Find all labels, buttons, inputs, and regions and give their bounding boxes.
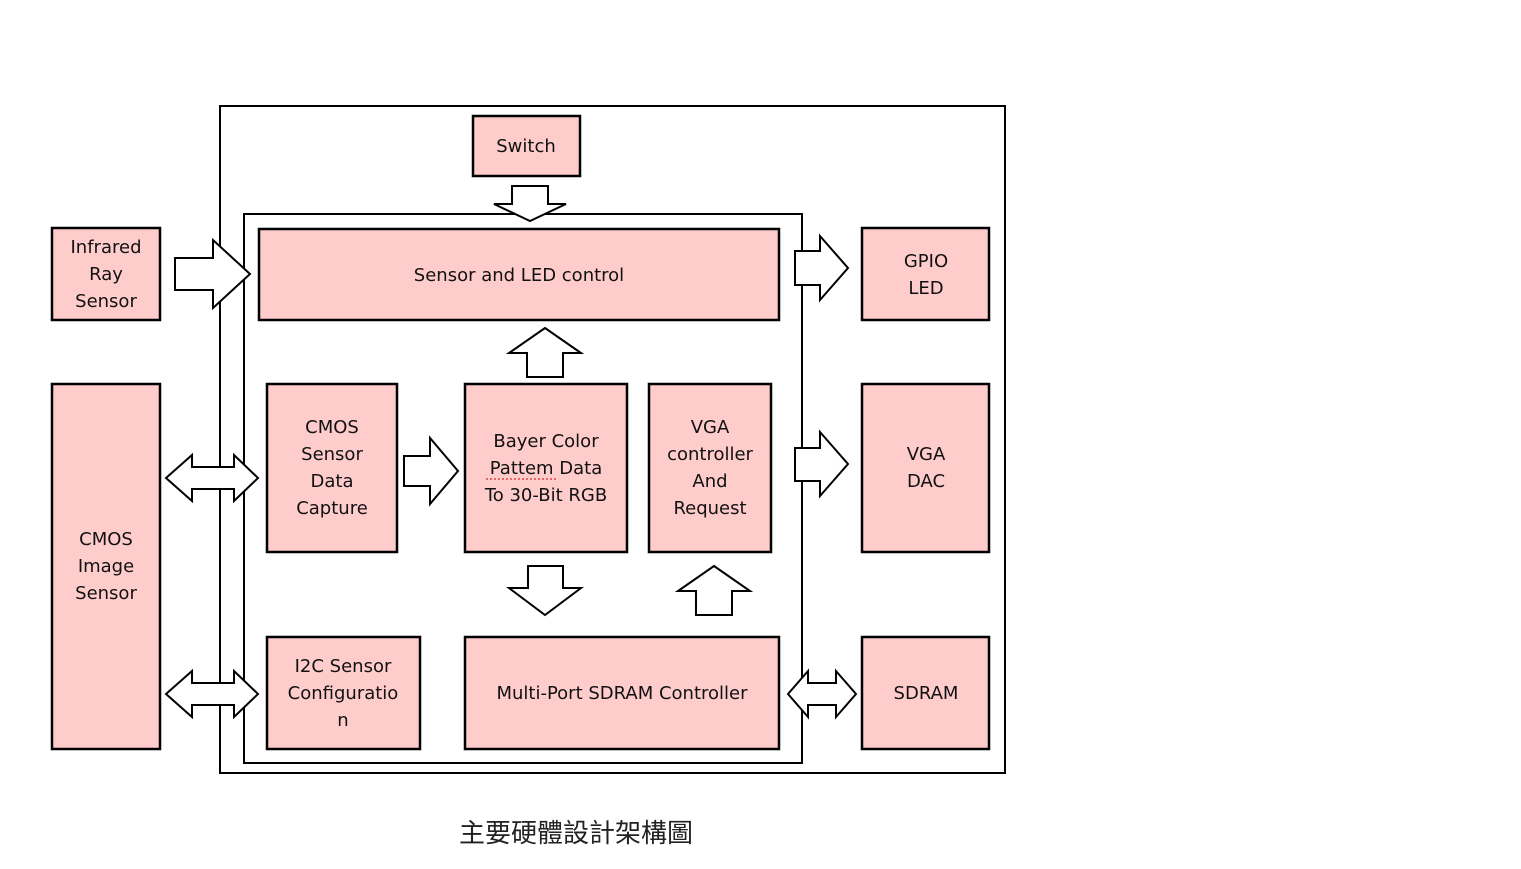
i2c-label-line1: I2C Sensor xyxy=(295,656,392,677)
bayer-label-line3: To 30-Bit RGB xyxy=(484,485,607,506)
bayer-up-arrow xyxy=(505,326,585,378)
vga-ctrl-label-line3: And xyxy=(692,471,727,492)
infrared-label-line1: Infrared xyxy=(71,237,142,258)
sdram-ctrl-label: Multi-Port SDRAM Controller xyxy=(496,683,748,704)
switch-block: Switch xyxy=(471,114,582,178)
i2c-double-arrow xyxy=(164,668,260,720)
infrared-ray-sensor-block: Infrared Ray Sensor xyxy=(50,226,162,322)
bayer-label-line2: Pattem Data xyxy=(490,458,603,479)
cmos-data-double-arrow xyxy=(164,452,260,504)
capture-label-line3: Data xyxy=(311,471,354,492)
switch-down-arrow xyxy=(493,185,567,223)
capture-label-line4: Capture xyxy=(296,498,368,519)
vga-dac-right-arrow xyxy=(794,429,850,499)
vga-controller-block: VGA controller And Request xyxy=(647,382,773,554)
capture-right-arrow xyxy=(403,435,460,507)
gpio-led-block: GPIO LED xyxy=(860,226,991,322)
infrared-right-arrow xyxy=(174,237,252,311)
i2c-label-line2: Configuratio xyxy=(288,683,399,704)
sdram-controller-block: Multi-Port SDRAM Controller xyxy=(463,635,781,751)
switch-label: Switch xyxy=(496,136,556,157)
diagram-caption: 主要硬體設計架構圖 xyxy=(459,819,693,849)
vga-ctrl-label-line4: Request xyxy=(673,498,746,519)
sensor-led-control-block: Sensor and LED control xyxy=(257,227,781,322)
vga-dac-label-line2: DAC xyxy=(907,471,945,492)
vga-ctrl-label-line2: controller xyxy=(667,444,753,465)
gpio-label-line2: LED xyxy=(908,278,943,299)
infrared-label-line3: Sensor xyxy=(75,291,137,312)
sdram-double-arrow xyxy=(786,668,858,720)
vga-dac-block: VGA DAC xyxy=(860,382,991,554)
sdram-down-arrow xyxy=(506,565,584,617)
cmos-image-label-line2: Image xyxy=(78,556,134,577)
capture-label-line1: CMOS xyxy=(305,417,359,438)
cmos-image-label-line3: Sensor xyxy=(75,583,137,604)
cmos-image-label-line1: CMOS xyxy=(79,529,133,550)
bayer-to-rgb-block: Bayer Color Pattem Data To 30-Bit RGB xyxy=(463,382,629,554)
i2c-config-block: I2C Sensor Configuratio n xyxy=(265,635,422,751)
sensor-led-label: Sensor and LED control xyxy=(414,265,624,286)
cmos-data-capture-block: CMOS Sensor Data Capture xyxy=(265,382,399,554)
outer-fpga-frame xyxy=(219,105,1006,774)
vga-ctrl-label-line1: VGA xyxy=(691,417,730,438)
bayer-label-line1: Bayer Color xyxy=(493,431,599,452)
gpio-label-line1: GPIO xyxy=(904,251,948,272)
gpio-right-arrow xyxy=(794,233,850,303)
capture-label-line2: Sensor xyxy=(301,444,363,465)
vga-dac-label-line1: VGA xyxy=(907,444,946,465)
sdram-label: SDRAM xyxy=(894,683,959,704)
vga-ctrl-up-arrow xyxy=(674,564,754,616)
infrared-label-line2: Ray xyxy=(89,264,123,285)
sdram-block: SDRAM xyxy=(860,635,991,751)
i2c-label-line3: n xyxy=(337,710,348,731)
cmos-image-sensor-block: CMOS Image Sensor xyxy=(50,382,162,751)
